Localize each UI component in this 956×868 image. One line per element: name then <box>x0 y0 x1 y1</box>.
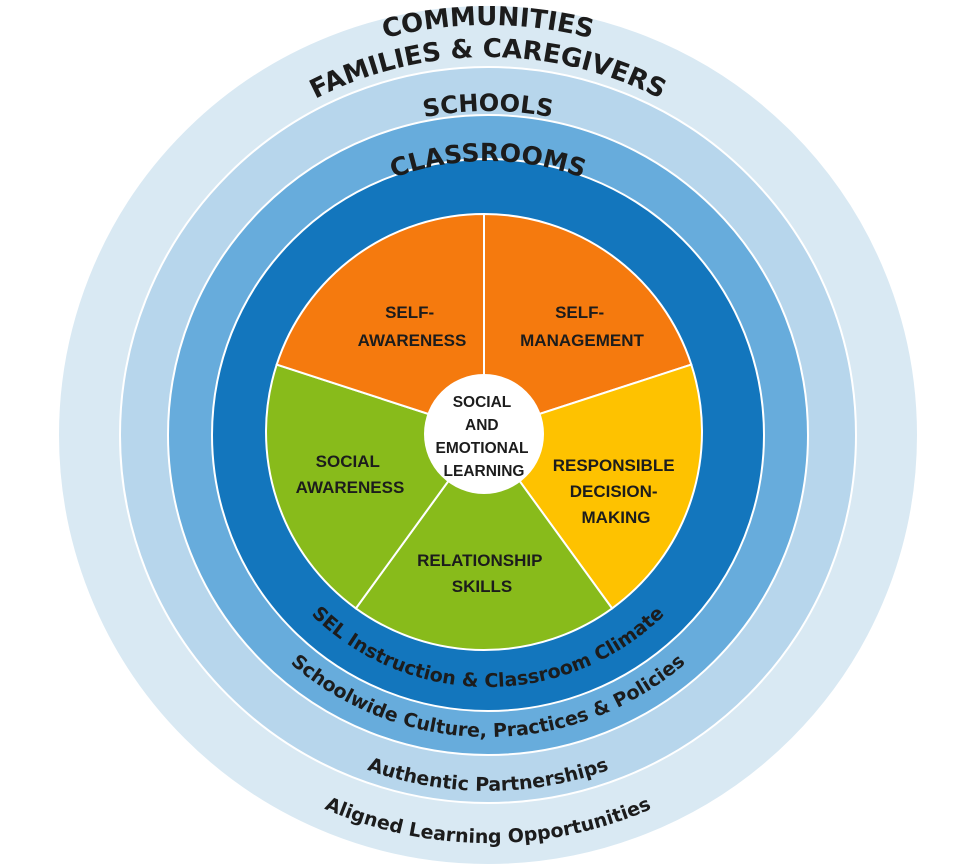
segment-relationship-skills <box>354 430 614 651</box>
segment-self-management <box>483 212 693 434</box>
sel-core-label: SOCIAL AND EMOTIONAL LEARNING <box>435 394 532 480</box>
segment-self-awareness <box>275 212 485 434</box>
competency-label-social-awareness: SOCIAL AWARENESS <box>296 452 405 497</box>
competency-label-self-awareness: SELF- AWARENESS <box>358 303 467 350</box>
sel-core-circle <box>424 374 544 494</box>
competency-label-relationship-skills: RELATIONSHIP SKILLS <box>417 551 547 596</box>
competency-label-self-management: SELF- MANAGEMENT <box>520 303 644 350</box>
competency-label-responsible-decision-making: RESPONSIBLE DECISION- MAKING <box>553 456 680 527</box>
